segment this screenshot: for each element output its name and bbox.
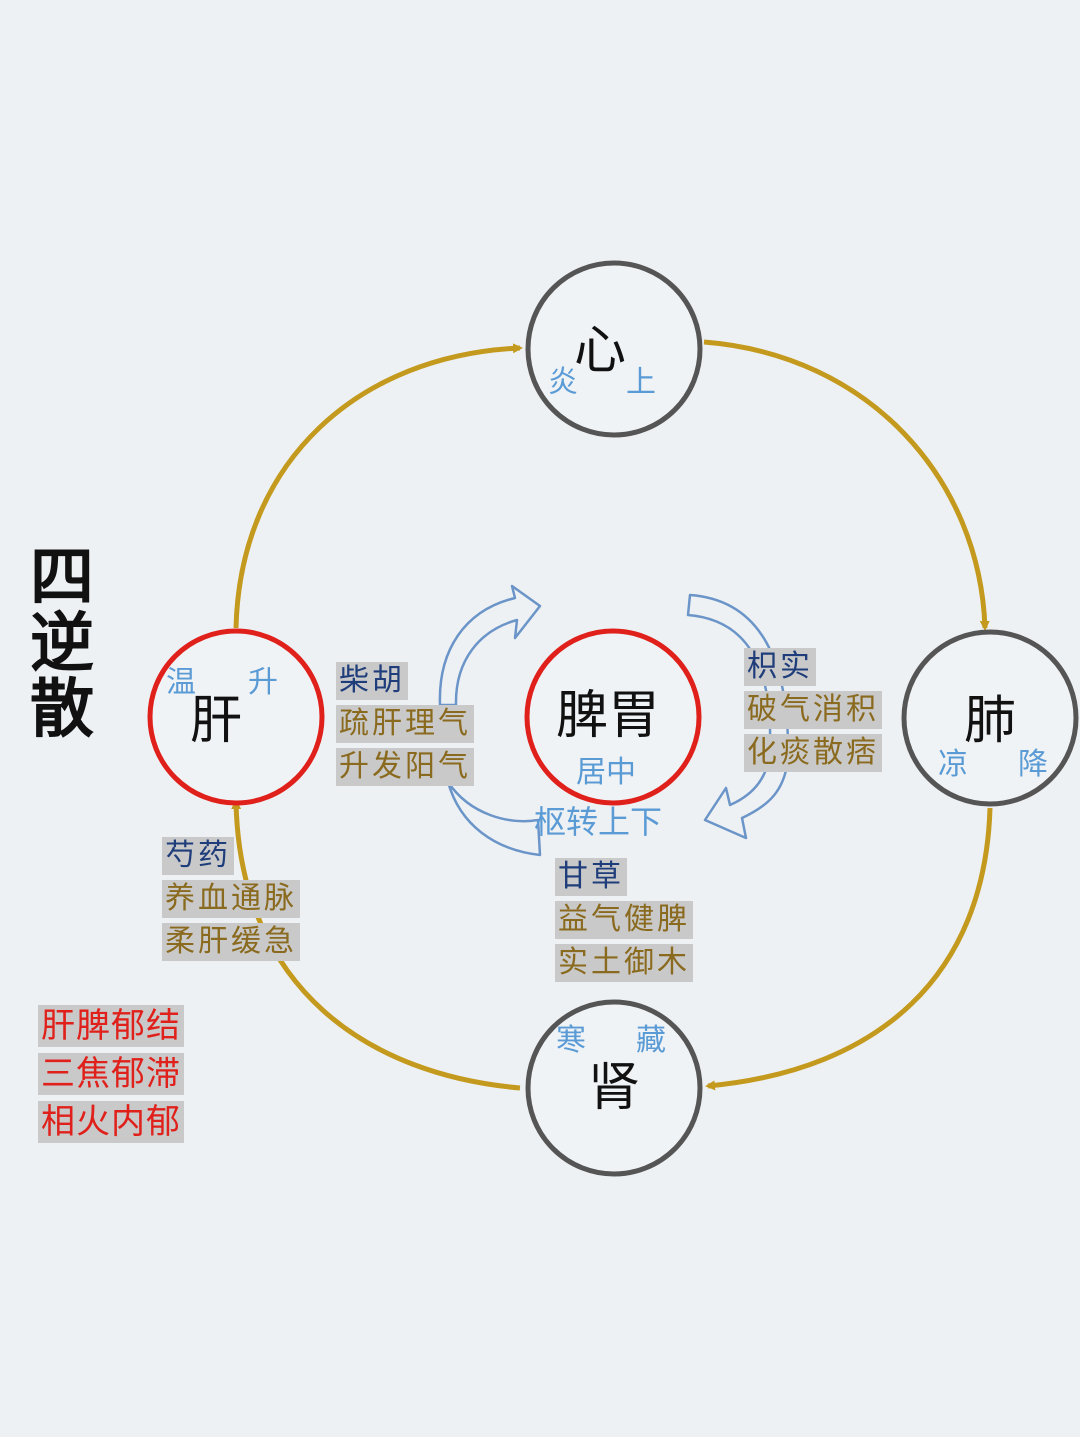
lung-label: 肺 — [964, 691, 1017, 751]
liver-dir-left: 温 — [166, 665, 196, 700]
spleen-sub-label: 居中 — [576, 755, 636, 790]
lung-dir-right: 降 — [1018, 747, 1048, 782]
lung-circle — [901, 629, 1079, 807]
heart-circle — [525, 260, 703, 438]
kidney-dir-right: 藏 — [636, 1023, 666, 1058]
spleen-label: 脾胃 — [556, 686, 661, 746]
liver-circle — [147, 628, 325, 806]
title-char-1: 四 — [30, 540, 94, 615]
pivot-label: 枢转上下 — [534, 803, 663, 841]
kidney-dir-left: 寒 — [556, 1023, 586, 1058]
formula-title: 四 逆 散 — [22, 545, 102, 743]
herb-gancao-action-1: 益气健脾 — [555, 901, 693, 939]
herb-chaihu-action-2: 升发阳气 — [336, 748, 474, 786]
herb-gancao: 甘草 益气健脾 实土御木 — [555, 858, 693, 987]
liver-label: 肝 — [190, 691, 243, 751]
lung-dir-left: 凉 — [938, 747, 968, 782]
herb-shaoyao-action-1: 养血通脉 — [162, 880, 300, 918]
heart-dir-right: 上 — [626, 365, 656, 400]
herb-shaoyao-name: 芍药 — [162, 837, 234, 875]
herb-chaihu-name: 柴胡 — [336, 662, 408, 700]
herb-chaihu-action-1: 疏肝理气 — [336, 705, 474, 743]
heart-label: 心 — [574, 321, 627, 381]
title-char-3: 散 — [30, 672, 94, 747]
herb-gancao-action-2: 实土御木 — [555, 944, 693, 982]
herb-gancao-name: 甘草 — [555, 858, 627, 896]
pathology-item-3: 相火内郁 — [38, 1101, 184, 1143]
kidney-label: 肾 — [588, 1058, 641, 1118]
herb-shaoyao: 芍药 养血通脉 柔肝缓急 — [162, 837, 300, 966]
liver-dir-right: 升 — [248, 665, 278, 700]
herb-shaoyao-action-2: 柔肝缓急 — [162, 923, 300, 961]
arc-lung-to-kidney — [705, 807, 993, 1091]
title-char-2: 逆 — [30, 606, 94, 681]
herb-zhishi-action-1: 破气消积 — [744, 691, 882, 729]
inner-arrow-lower-left — [446, 780, 542, 857]
arc-kidney-to-liver — [231, 799, 521, 1091]
arc-heart-to-lung — [703, 339, 990, 631]
spleen-circle — [524, 628, 702, 806]
herb-chaihu: 柴胡 疏肝理气 升发阳气 — [336, 662, 474, 791]
herb-zhishi: 枳实 破气消积 化痰散痞 — [744, 648, 882, 777]
pathology-item-2: 三焦郁滞 — [38, 1053, 184, 1095]
heart-dir-left: 炎 — [548, 365, 578, 400]
herb-zhishi-name: 枳实 — [744, 648, 816, 686]
inner-arrow-upper-left — [438, 584, 542, 707]
pathology-list: 肝脾郁结 三焦郁滞 相火内郁 — [38, 1005, 184, 1149]
arc-liver-to-heart — [233, 343, 523, 629]
kidney-circle — [525, 999, 703, 1177]
herb-zhishi-action-2: 化痰散痞 — [744, 734, 882, 772]
pathology-item-1: 肝脾郁结 — [38, 1005, 184, 1047]
